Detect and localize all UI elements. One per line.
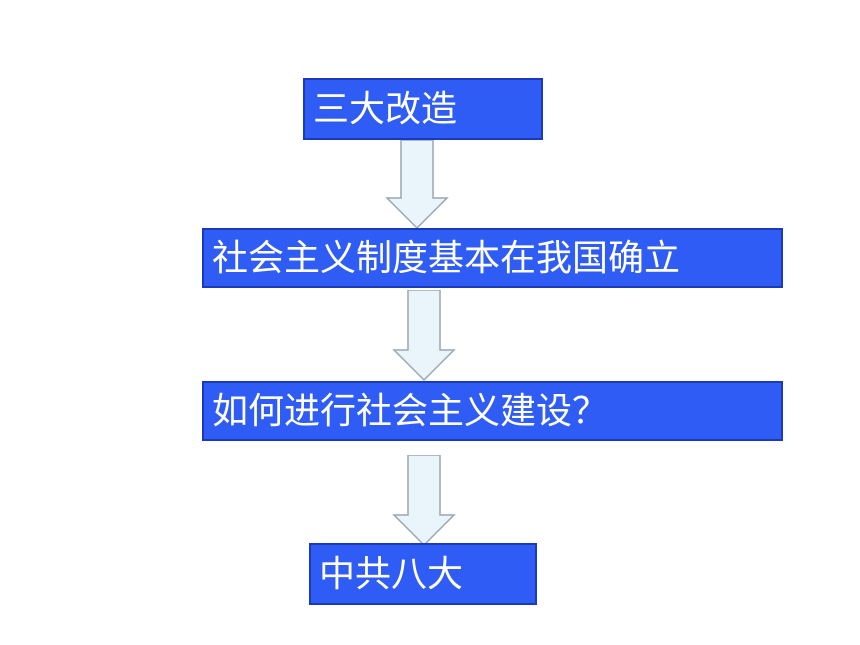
step-label-4: 中共八大 [319, 554, 464, 595]
step-box-4: 中共八大 [309, 543, 537, 605]
step-label-2: 社会主义制度基本在我国确立 [212, 238, 681, 279]
step-box-1: 三大改造 [303, 78, 543, 140]
step-box-2: 社会主义制度基本在我国确立 [202, 228, 783, 288]
step-label-3: 如何进行社会主义建设？ [212, 391, 609, 432]
down-arrow-1 [385, 140, 449, 230]
down-arrow-3 [392, 455, 456, 547]
step-label-1: 三大改造 [313, 89, 458, 130]
down-arrow-2 [392, 290, 456, 382]
step-box-3: 如何进行社会主义建设？ [202, 381, 783, 441]
